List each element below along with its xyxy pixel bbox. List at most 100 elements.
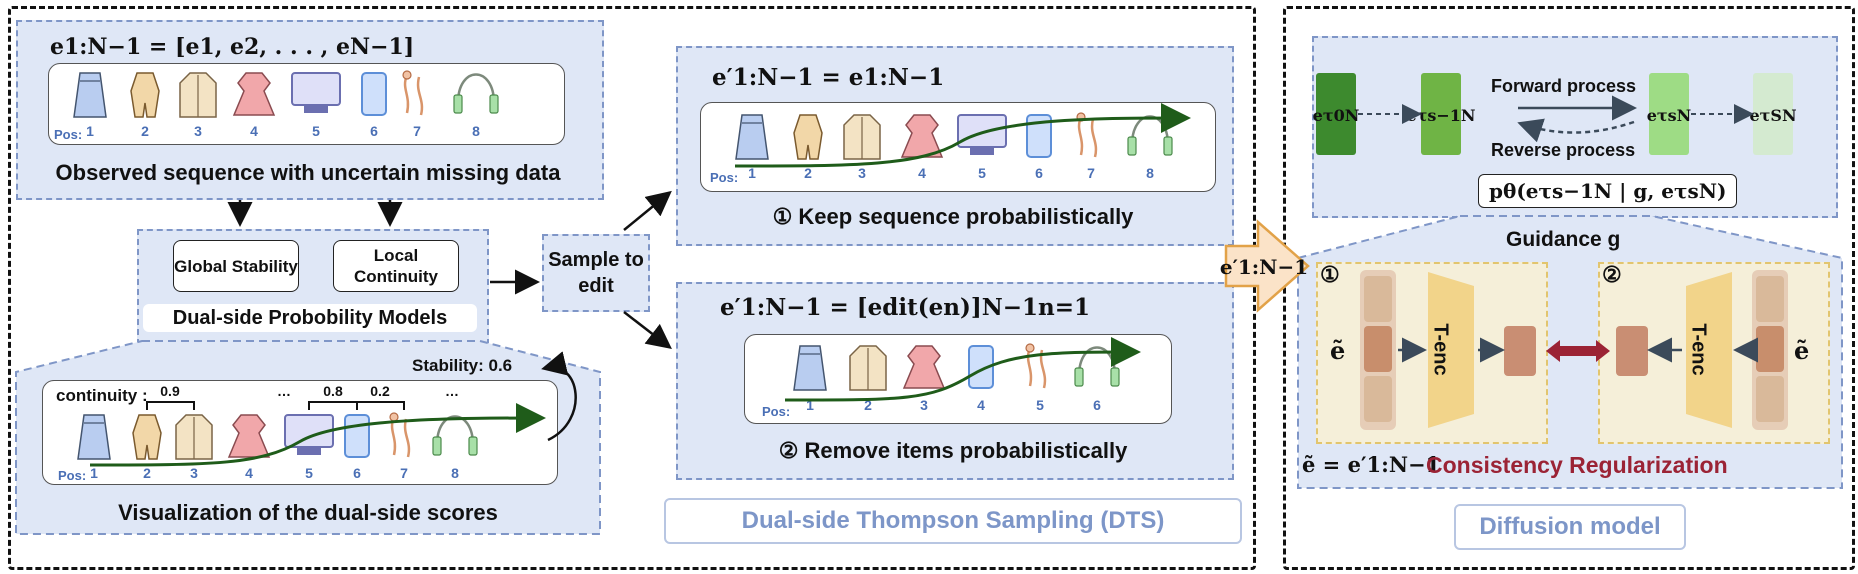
pos-number: 1 [748, 165, 756, 181]
pos-number: 6 [353, 465, 361, 481]
diffusion-node-label: eτsN [1647, 106, 1692, 125]
tablet-icon [968, 345, 994, 389]
pos-number: 2 [141, 123, 149, 139]
stability-arrow [541, 351, 577, 442]
headphones-icon-left [453, 94, 463, 114]
pos-number: 7 [1087, 165, 1095, 181]
earphones-icon-bud [1025, 343, 1035, 353]
stability-score: Stability: 0.6 [412, 356, 513, 375]
local-continuity-box: Local Continuity [333, 240, 459, 292]
etilde-2-stack-cell [1756, 276, 1784, 322]
g-1-box [1504, 326, 1536, 376]
monitor-icon [957, 114, 1007, 148]
skirt-icon [735, 114, 769, 160]
pos-number: 5 [305, 465, 313, 481]
encoder-2-number: ② [1602, 262, 1622, 287]
pos-number: 8 [451, 465, 459, 481]
continuity-score: 0.2 [370, 383, 390, 399]
monitor-icon-stand [970, 147, 994, 155]
skirt-icon [793, 345, 827, 391]
diffusion-node-label: eτSN [1749, 106, 1796, 125]
observed-caption: Observed sequence with uncertain missing… [55, 160, 561, 185]
pos-number: 5 [312, 123, 320, 139]
tenc-1-trapezoid [1428, 272, 1474, 428]
pos-label: Pos: [54, 127, 83, 142]
dress-icon [232, 72, 276, 116]
headphones-icon-left [1074, 367, 1084, 387]
consistency-formula: ẽ = e′1:N−1 [1302, 452, 1441, 477]
pos-number: 3 [190, 465, 198, 481]
dts-outer-frame [8, 6, 1256, 570]
headphones-icon [435, 415, 475, 446]
pos-number: 3 [858, 165, 866, 181]
diffusion-title: Diffusion model [1454, 504, 1686, 550]
sample-to-edit-label: Sample to edit [548, 249, 644, 297]
etilde-2-stack-cell [1756, 376, 1784, 422]
pos-number: 7 [400, 465, 408, 481]
pos-number: 6 [370, 123, 378, 139]
continuity-bracket [308, 401, 358, 410]
encoder-1-number: ① [1320, 262, 1340, 287]
tenc-2-label: T-enc [1687, 323, 1710, 376]
dress-icon [227, 414, 271, 458]
continuity-bracket [146, 401, 195, 410]
pos-number: 1 [806, 397, 814, 413]
global-stability-box: Global Stability [173, 240, 299, 292]
pos-number: 4 [245, 465, 253, 481]
romper-icon [130, 72, 160, 118]
romper-icon [793, 114, 823, 160]
global-stability-label: Global Stability [174, 256, 298, 276]
pos-number: 5 [1036, 397, 1044, 413]
etilde-1-stack-cell [1364, 376, 1392, 422]
tablet-icon [344, 414, 370, 458]
sample-to-remove-arrow [623, 311, 672, 350]
continuity-score: … [445, 383, 459, 399]
pos-number: 5 [978, 165, 986, 181]
remove-pos-label: Pos: [762, 404, 791, 419]
pos-number: 4 [977, 397, 985, 413]
pos-number: 4 [250, 123, 258, 139]
earphones-icon [1077, 116, 1098, 158]
dress-icon [902, 345, 946, 389]
guidance-label: Guidance g [1506, 228, 1621, 251]
continuity-bracket [356, 401, 405, 410]
pos-number: 3 [920, 397, 928, 413]
reverse-arrow [1517, 118, 1635, 143]
model-caption: Dual-side Probobility Models [143, 304, 477, 332]
skirt-icon [77, 414, 111, 460]
g-2-box [1616, 326, 1648, 376]
pos-number: 8 [472, 123, 480, 139]
headphones-icon [1130, 115, 1170, 146]
headphones-icon-right [468, 436, 478, 456]
romper-icon [132, 414, 162, 460]
pos-number: 2 [143, 465, 151, 481]
headphones-icon-left [1127, 136, 1137, 156]
keep-pos-label: Pos: [710, 170, 739, 185]
vis-trajectory [89, 403, 546, 467]
sample-to-keep-arrow [623, 190, 672, 231]
etilde-1-label: ẽ [1330, 336, 1346, 365]
tenc-2-trapezoid [1686, 272, 1732, 428]
pos-number: 7 [413, 123, 421, 139]
pos-number: 6 [1035, 165, 1043, 181]
dress-icon [900, 114, 944, 158]
diffusion-node [1753, 73, 1793, 155]
dts-title: Dual-side Thompson Sampling (DTS) [664, 498, 1242, 544]
remove-trajectory [784, 337, 1141, 402]
dts-to-diffusion-label: e′1:N−1 [1220, 255, 1308, 279]
keep-caption: ① Keep sequence probabilistically [772, 204, 1134, 229]
etilde-1-stack-cell [1364, 276, 1392, 322]
pos-number: 1 [90, 465, 98, 481]
pos-number: 3 [194, 123, 202, 139]
skirt-icon [73, 72, 107, 118]
continuity-label: continuity : [56, 386, 148, 405]
tablet-icon [361, 72, 387, 116]
monitor-icon [291, 72, 341, 106]
continuity-score: … [277, 383, 291, 399]
tenc-1-label: T-enc [1429, 323, 1452, 376]
pos-number: 2 [804, 165, 812, 181]
pos-number: 1 [86, 123, 94, 139]
vis-caption: Visualization of the dual-side scores [118, 500, 498, 525]
headphones-icon-right [489, 94, 499, 114]
